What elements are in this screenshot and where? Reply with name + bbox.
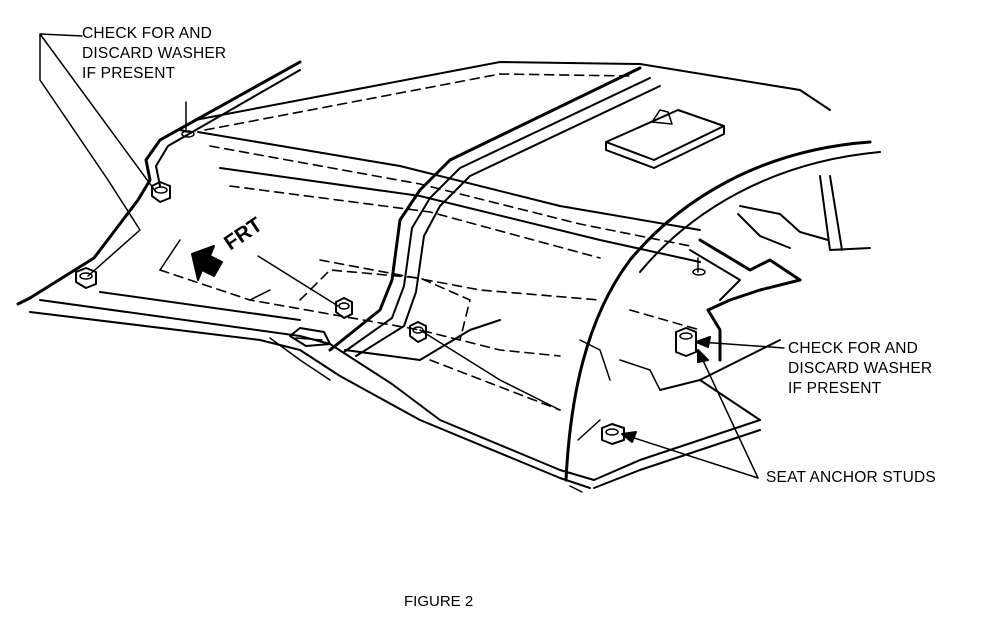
washer-callout-right: CHECK FOR AND DISCARD WASHER IF PRESENT	[788, 339, 932, 399]
wheel-well-arc	[564, 140, 881, 482]
floor-recess	[159, 239, 601, 411]
washer-callout-left: CHECK FOR AND DISCARD WASHER IF PRESENT	[82, 24, 226, 84]
buckle-bracket	[289, 327, 331, 347]
stud-right-rear	[675, 327, 697, 357]
floor-pan-outline	[16, 60, 595, 489]
stud-center-a	[335, 297, 353, 319]
front-arrow-icon	[191, 245, 223, 281]
washer-left-line-1: CHECK FOR AND	[82, 25, 213, 42]
washer-left-line-3: IF PRESENT	[82, 65, 176, 82]
leader-lines	[39, 33, 785, 479]
upper-pad	[605, 109, 725, 169]
stud-center-b	[409, 321, 427, 343]
rear-panel	[179, 61, 831, 263]
wire-harness	[328, 66, 661, 361]
figure-caption: FIGURE 2	[404, 593, 474, 610]
stud-left-rear	[151, 181, 171, 203]
washer-left-line-2: DISCARD WASHER	[82, 45, 227, 62]
right-rocker	[569, 175, 871, 493]
washer-right-line-1: CHECK FOR AND	[788, 340, 919, 357]
stud-left-front	[75, 267, 97, 289]
washer-right-line-2: DISCARD WASHER	[788, 360, 933, 377]
washer-right-line-3: IF PRESENT	[788, 380, 882, 397]
seat-anchor-studs-callout: SEAT ANCHOR STUDS	[766, 469, 936, 486]
stud-right-front	[601, 423, 625, 445]
